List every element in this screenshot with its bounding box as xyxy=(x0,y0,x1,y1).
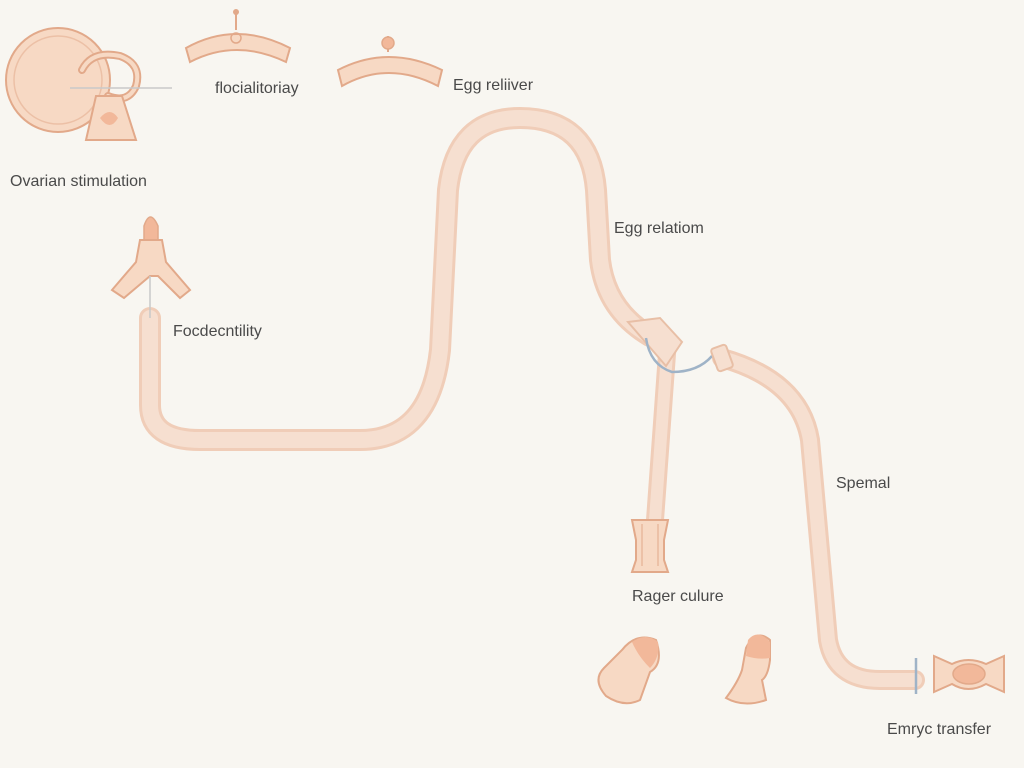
label-egg-reliiver: Egg reliiver xyxy=(453,77,534,94)
egg-retrieval-bridge-icon xyxy=(336,36,444,88)
follicle-bridge-icon xyxy=(184,9,292,64)
label-flocialitoriay: flocialitoriay xyxy=(215,80,299,97)
label-egg-relatiom: Egg relatiom xyxy=(614,220,704,237)
culture-vial-icon xyxy=(630,519,670,573)
embryo-capsule-icon xyxy=(914,654,1005,694)
embryo-flask-icon xyxy=(724,634,771,705)
label-emryc-transfer: Emryc transfer xyxy=(887,721,992,738)
ovary-icon xyxy=(5,27,172,141)
embryo-flask-icon xyxy=(597,636,660,705)
label-focdecntility: Focdecntility xyxy=(173,323,262,340)
fertility-funnel-icon xyxy=(110,216,192,318)
transfer-branch-tube xyxy=(712,348,925,690)
tube-connector-icon xyxy=(626,316,734,374)
flow-tube xyxy=(139,107,661,451)
label-spemal: Spemal xyxy=(836,475,891,492)
label-ovarian-stimulation: Ovarian stimulation xyxy=(10,173,147,190)
label-rager-culure: Rager culure xyxy=(632,588,724,605)
